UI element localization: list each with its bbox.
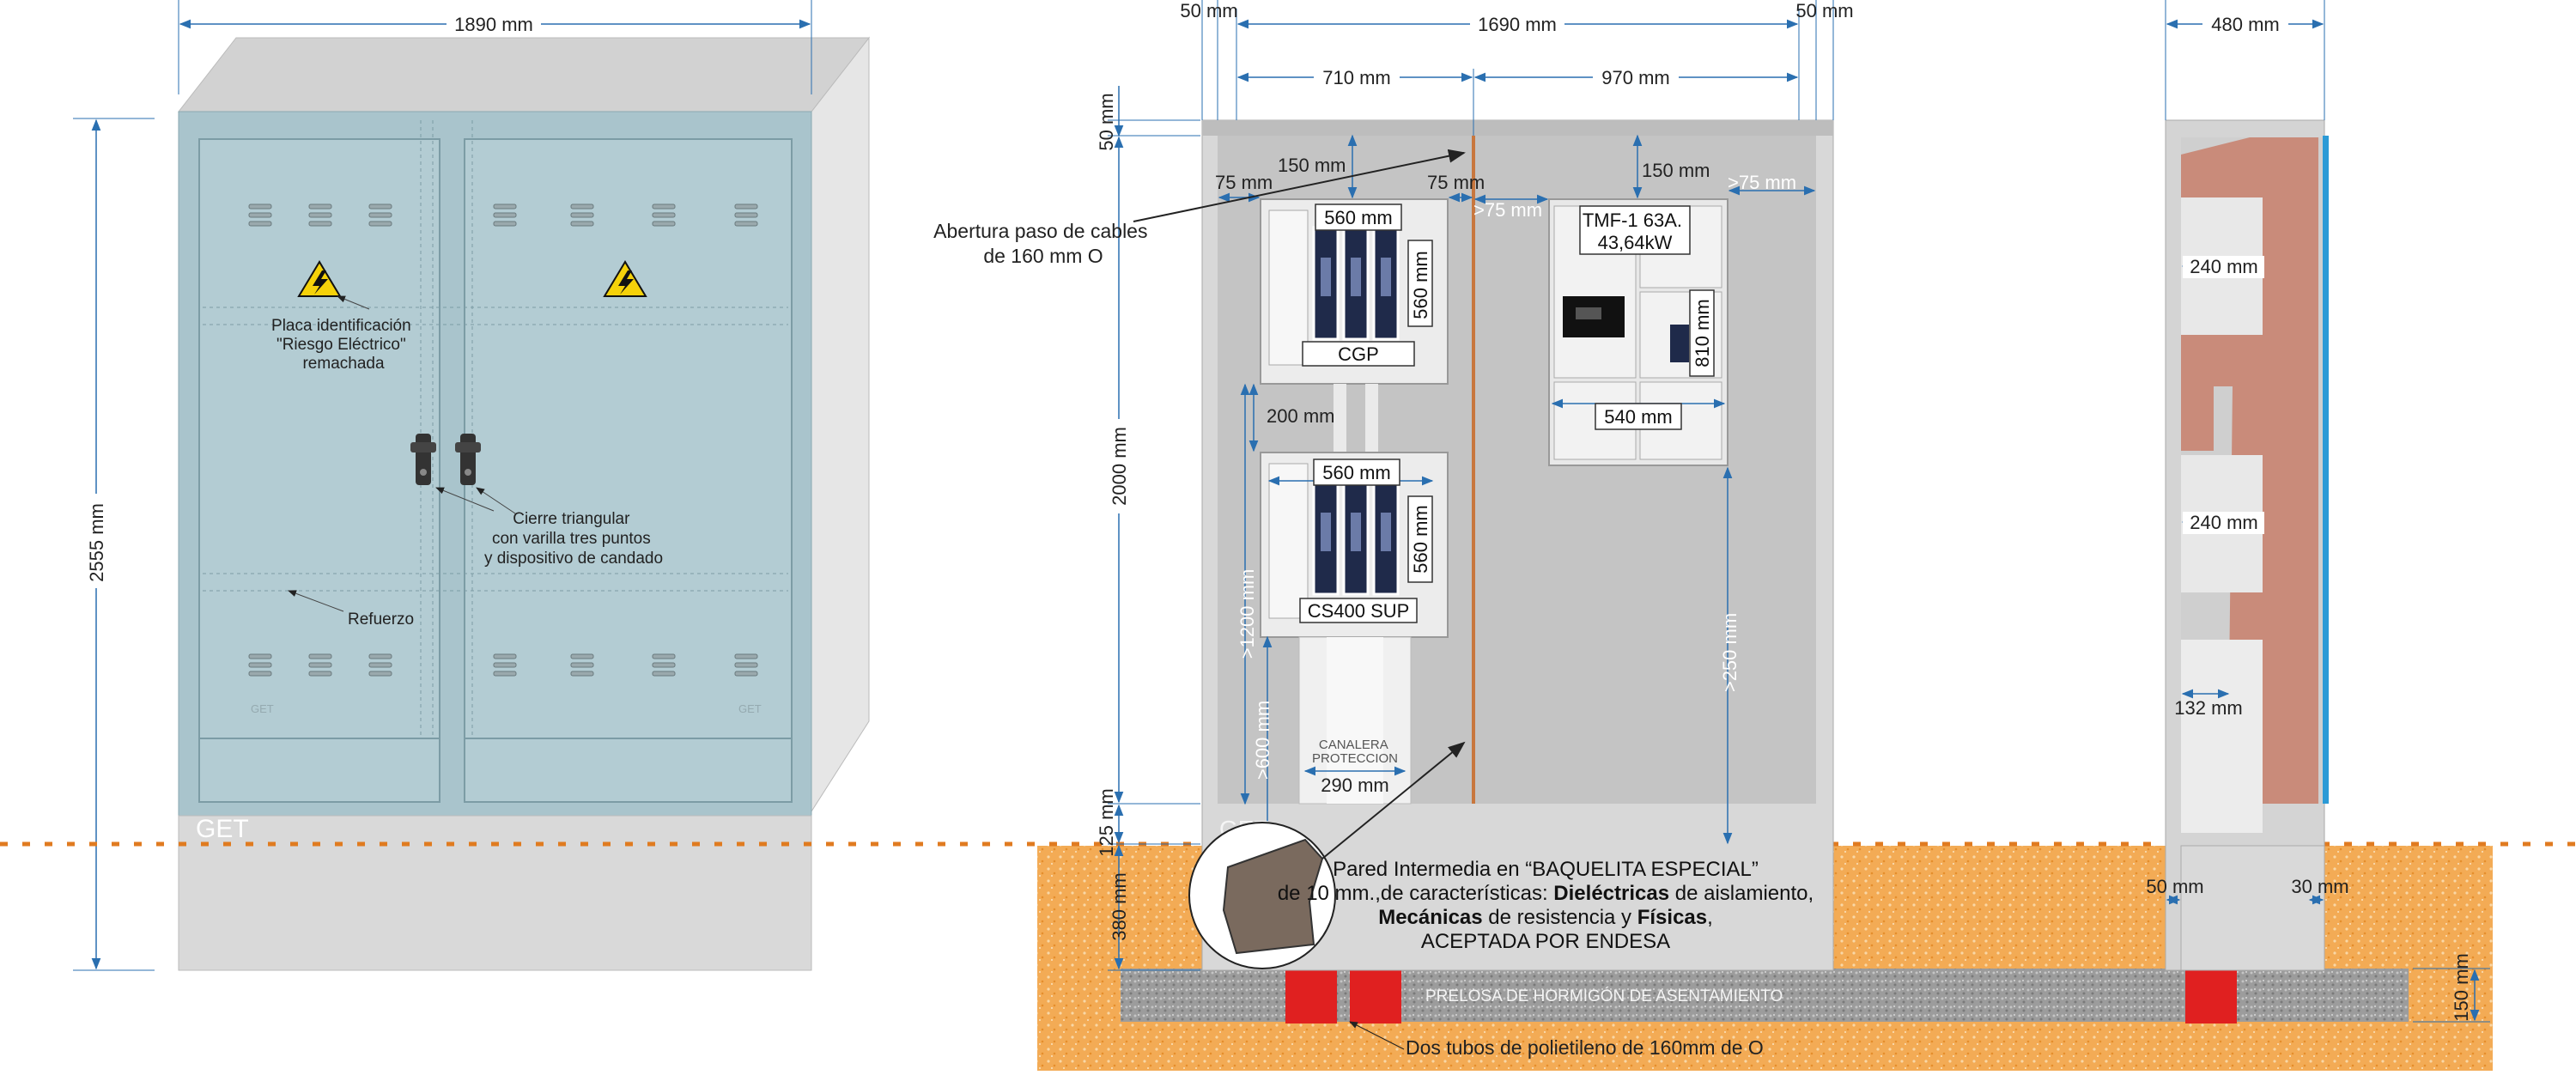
reinforce-label: Refuerzo bbox=[348, 610, 414, 629]
dim-970: 970 mm bbox=[1601, 67, 1669, 88]
cs-label: CS400 SUP bbox=[1308, 600, 1410, 622]
door-brand-right: GET bbox=[738, 702, 762, 715]
warning-triangle-icon bbox=[603, 260, 647, 297]
side-dim-480: 480 mm bbox=[2211, 14, 2279, 35]
dim-75-c: >75 mm bbox=[1473, 199, 1542, 221]
dim-1200: >1200 mm bbox=[1236, 569, 1258, 659]
left-door bbox=[198, 138, 440, 803]
right-door bbox=[464, 138, 793, 803]
cabinet-base bbox=[178, 815, 812, 971]
fuse-holders bbox=[1312, 481, 1400, 596]
side-dim-50: 50 mm bbox=[2146, 876, 2203, 897]
warning-triangle-icon bbox=[297, 260, 342, 297]
plate-label: Placa identificación "Riesgo Eléctrico" … bbox=[271, 317, 416, 373]
tube-side bbox=[2185, 970, 2237, 1023]
cable-opening-label: Abertura paso de cables de 160 mm O bbox=[933, 220, 1153, 267]
partition-note-line3: Mecánicas de resistencia y Físicas, bbox=[1378, 906, 1713, 929]
dim-75-d: >75 mm bbox=[1728, 172, 1796, 193]
cabinet-side-face bbox=[811, 36, 870, 813]
dim-75-a: 75 mm bbox=[1215, 172, 1273, 193]
dim-75-b: 75 mm bbox=[1427, 172, 1485, 193]
canalera-label: CANALERA PROTECCION bbox=[1312, 738, 1398, 766]
lock-handle-icon[interactable] bbox=[410, 434, 436, 485]
dim-290: 290 mm bbox=[1321, 774, 1388, 796]
cgp-dim-w: 560 mm bbox=[1324, 207, 1392, 228]
slab-label: PRELOSA DE HORMIGÓN DE ASENTAMIENTO bbox=[1425, 987, 1783, 1005]
dim-top-50: 50 mm bbox=[1096, 93, 1117, 150]
cgp-label: CGP bbox=[1338, 343, 1379, 365]
dim-left-50: 50 mm bbox=[1180, 0, 1237, 21]
lock-handle-icon[interactable] bbox=[455, 434, 481, 485]
front-view: GET GET GET Placa identificación "Riesgo… bbox=[73, 0, 871, 971]
vent-slot-icon bbox=[248, 203, 758, 677]
dim-150-b: 150 mm bbox=[1642, 160, 1710, 181]
fuse-holders bbox=[1312, 226, 1400, 341]
front-brand: GET bbox=[196, 815, 249, 843]
front-width-dim: 1890 mm bbox=[454, 14, 533, 35]
side-dim-240-a: 240 mm bbox=[2190, 256, 2257, 277]
partition-note-line4: ACEPTADA POR ENDESA bbox=[1421, 930, 1670, 953]
tube-1 bbox=[1285, 970, 1337, 1023]
dim-1690: 1690 mm bbox=[1478, 14, 1557, 35]
dim-125: 125 mm bbox=[1096, 788, 1117, 856]
cs-dim-h: 560 mm bbox=[1410, 505, 1431, 573]
side-dim-240-b: 240 mm bbox=[2190, 512, 2257, 533]
dim-380: 380 mm bbox=[1109, 872, 1130, 940]
cgp-dim-h: 560 mm bbox=[1410, 251, 1431, 319]
front-height-dim: 2555 mm bbox=[86, 503, 107, 582]
interior-view: 560 mm 560 mm CGP 200 mm 560 mm 560 mm C… bbox=[933, 0, 1854, 971]
dim-250: >250 mm bbox=[1719, 613, 1741, 692]
dim-right-50: 50 mm bbox=[1795, 0, 1853, 21]
cs-dim-w: 560 mm bbox=[1322, 462, 1390, 483]
partition-note: Pared Intermedia en “BAQUELITA ESPECIAL” bbox=[1333, 858, 1759, 881]
tmf-label: TMF-1 63A. 43,64kW bbox=[1583, 210, 1687, 253]
dim-150-a: 150 mm bbox=[1278, 155, 1346, 176]
side-dim-150: 150 mm bbox=[2451, 953, 2472, 1021]
tubes-label: Dos tubos de polietileno de 160mm de O bbox=[1406, 1036, 1764, 1059]
side-dim-132: 132 mm bbox=[2174, 697, 2242, 719]
cabinet-top-face bbox=[177, 37, 871, 112]
side-view: 480 mm 240 mm 240 mm 132 mm 50 mm 30 mm … bbox=[2146, 0, 2490, 1023]
side-blue-bar bbox=[2323, 136, 2329, 804]
dim-540: 540 mm bbox=[1604, 406, 1672, 428]
dim-600: >600 mm bbox=[1252, 701, 1273, 780]
tube-2 bbox=[1350, 970, 1401, 1023]
partition-note-line2: de 10 mm.,de características: Dieléctric… bbox=[1278, 882, 1814, 905]
dim-710: 710 mm bbox=[1322, 67, 1390, 88]
dim-810: 810 mm bbox=[1692, 299, 1713, 367]
lock-label: Cierre triangular con varilla tres punto… bbox=[484, 510, 663, 568]
door-brand-left: GET bbox=[251, 702, 274, 715]
dim-2000: 2000 mm bbox=[1109, 427, 1130, 506]
side-dim-30: 30 mm bbox=[2291, 876, 2348, 897]
dim-200: 200 mm bbox=[1267, 405, 1334, 427]
